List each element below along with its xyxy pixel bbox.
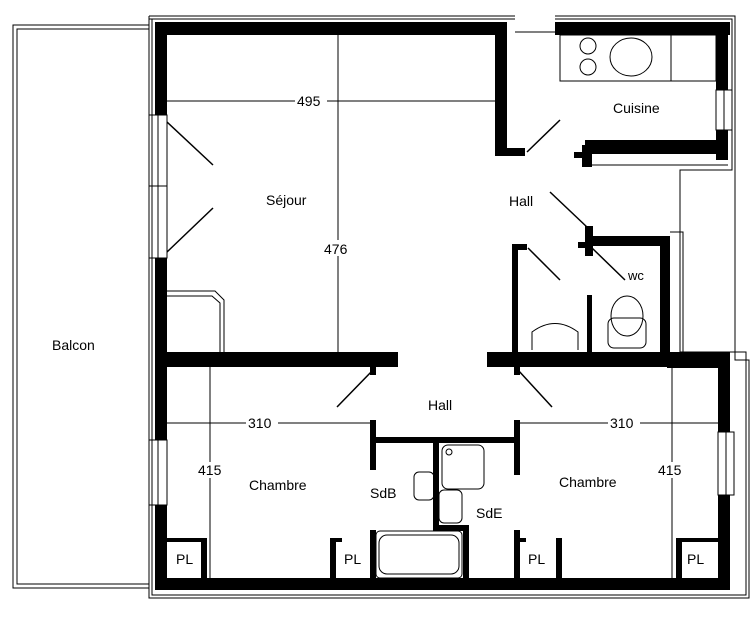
dim-sejour-depth: 476: [324, 241, 348, 257]
balcony: [12, 24, 150, 589]
closet-label: PL: [528, 551, 545, 567]
room-label-chambre-right: Chambre: [559, 474, 617, 490]
room-label-sejour: Séjour: [266, 192, 307, 208]
room-label-chambre-left: Chambre: [249, 477, 307, 493]
sdb-basin: [413, 471, 435, 501]
hob-burner: [579, 37, 597, 55]
bathtub: [375, 530, 463, 579]
room-label-sdb: SdB: [370, 485, 396, 501]
room-label-sde: SdE: [476, 505, 502, 521]
shower: [441, 444, 485, 490]
room-label-hall-top: Hall: [509, 193, 533, 209]
room-label-hall-mid: Hall: [428, 397, 452, 413]
closet-label: PL: [344, 551, 361, 567]
dim-chambre-left-depth: 415: [198, 462, 222, 478]
room-labels: Balcon Séjour Cuisine Hall wc Hall Chamb…: [52, 100, 704, 567]
windows: [148, 31, 735, 506]
dim-chambre-right-depth: 415: [658, 462, 682, 478]
kitchen-sink: [609, 37, 653, 77]
toilet: [610, 295, 644, 337]
fixtures: [167, 34, 717, 579]
sde-basin: [438, 489, 463, 524]
door-swings: [166, 119, 626, 408]
dim-sejour-width: 495: [297, 93, 321, 109]
dimension-labels: 495 476 310 310 415 415: [196, 93, 686, 478]
dim-chambre-left-width: 310: [248, 415, 272, 431]
walls: [155, 22, 730, 590]
room-label-cuisine: Cuisine: [613, 100, 660, 116]
closet-label: PL: [176, 551, 193, 567]
room-label-wc: wc: [627, 268, 644, 283]
closet-label: PL: [687, 551, 704, 567]
room-label-balcon: Balcon: [52, 337, 95, 353]
dim-chambre-right-width: 310: [610, 415, 634, 431]
dimension-lines: [167, 35, 718, 578]
washbasin: [531, 323, 579, 350]
